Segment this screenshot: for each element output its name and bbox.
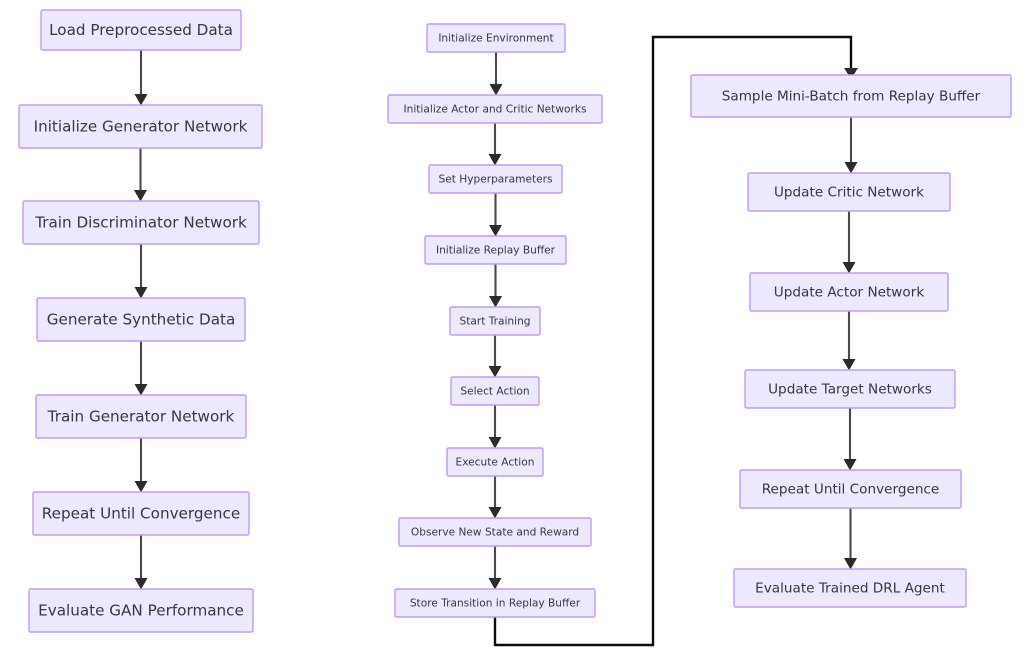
node-set-hyperparameters[interactable]: Set Hyperparameters bbox=[428, 164, 563, 194]
node-label: Initialize Replay Buffer bbox=[436, 245, 556, 257]
node-generate-synthetic-data[interactable]: Generate Synthetic Data bbox=[36, 297, 246, 342]
node-label: Initialize Environment bbox=[438, 33, 553, 45]
node-label: Select Action bbox=[460, 386, 529, 398]
edge-drl-1-to-drl-2 bbox=[489, 52, 503, 96]
node-train-generator-network[interactable]: Train Generator Network bbox=[35, 394, 247, 439]
node-label: Repeat Until Convergence bbox=[762, 482, 940, 498]
edge-upd-4-to-upd-5 bbox=[843, 408, 857, 471]
edge-drl-5-to-drl-6 bbox=[488, 335, 502, 378]
edge-gan-5-to-gan-6 bbox=[134, 438, 148, 493]
node-label: Execute Action bbox=[456, 457, 535, 469]
node-repeat-until-convergence[interactable]: Repeat Until Convergence bbox=[32, 491, 250, 536]
node-label: Evaluate Trained DRL Agent bbox=[755, 581, 945, 597]
edge-upd-2-to-upd-3 bbox=[842, 211, 856, 274]
node-store-transition-in-replay-buffer[interactable]: Store Transition in Replay Buffer bbox=[394, 588, 596, 618]
edge-drl-6-to-drl-7 bbox=[488, 405, 502, 449]
edge-upd-1-to-upd-2 bbox=[844, 117, 858, 174]
node-label: Initialize Actor and Critic Networks bbox=[404, 104, 587, 116]
drl-update-column: Sample Mini-Batch from Replay BufferUpda… bbox=[690, 74, 1012, 608]
node-label: Store Transition in Replay Buffer bbox=[410, 598, 581, 610]
node-evaluate-trained-drl-agent[interactable]: Evaluate Trained DRL Agent bbox=[733, 568, 967, 608]
node-label: Start Training bbox=[459, 316, 530, 328]
node-sample-mini-batch-from-replay-buffer[interactable]: Sample Mini-Batch from Replay Buffer bbox=[690, 74, 1012, 118]
edge-drl-8-to-drl-9 bbox=[488, 546, 502, 590]
edge-drl-3-to-drl-4 bbox=[489, 193, 502, 237]
edge-upd-3-to-upd-4 bbox=[842, 311, 856, 371]
node-label: Observe New State and Reward bbox=[411, 527, 579, 539]
edge-gan-6-to-gan-7 bbox=[134, 535, 148, 590]
node-label: Repeat Until Convergence bbox=[42, 505, 240, 523]
node-initialize-replay-buffer[interactable]: Initialize Replay Buffer bbox=[424, 235, 567, 265]
node-label: Evaluate GAN Performance bbox=[38, 602, 244, 620]
edge-drl-4-to-drl-5 bbox=[489, 264, 502, 308]
replay-buffer-loop-edge bbox=[493, 35, 858, 647]
node-observe-new-state-and-reward[interactable]: Observe New State and Reward bbox=[398, 517, 592, 547]
node-initialize-environment[interactable]: Initialize Environment bbox=[426, 23, 566, 53]
edge-gan-1-to-gan-2 bbox=[134, 50, 148, 106]
node-evaluate-gan-performance[interactable]: Evaluate GAN Performance bbox=[28, 588, 254, 633]
node-label: Load Preprocessed Data bbox=[49, 21, 233, 39]
node-label: Update Target Networks bbox=[768, 382, 932, 398]
edge-gan-4-to-gan-5 bbox=[134, 341, 148, 396]
node-label: Initialize Generator Network bbox=[34, 118, 248, 136]
node-update-target-networks[interactable]: Update Target Networks bbox=[744, 369, 956, 409]
edge-gan-2-to-gan-3 bbox=[134, 148, 147, 202]
node-label: Generate Synthetic Data bbox=[47, 311, 236, 329]
node-select-action[interactable]: Select Action bbox=[450, 376, 540, 406]
node-label: Sample Mini-Batch from Replay Buffer bbox=[722, 89, 981, 105]
node-label: Set Hyperparameters bbox=[438, 174, 552, 186]
node-initialize-actor-and-critic-networks[interactable]: Initialize Actor and Critic Networks bbox=[387, 94, 603, 124]
node-initialize-generator-network[interactable]: Initialize Generator Network bbox=[18, 104, 263, 149]
node-label: Train Discriminator Network bbox=[34, 214, 247, 232]
node-start-training[interactable]: Start Training bbox=[449, 306, 541, 336]
edge-drl-2-to-drl-3 bbox=[488, 123, 502, 166]
node-label: Update Critic Network bbox=[774, 185, 924, 201]
node-execute-action[interactable]: Execute Action bbox=[446, 447, 544, 477]
node-load-preprocessed-data[interactable]: Load Preprocessed Data bbox=[40, 9, 242, 51]
node-label: Train Generator Network bbox=[47, 408, 235, 426]
edge-gan-3-to-gan-4 bbox=[134, 244, 148, 299]
edge-layer bbox=[134, 35, 858, 647]
edge-drl-7-to-drl-8 bbox=[488, 476, 502, 519]
node-repeat-until-convergence[interactable]: Repeat Until Convergence bbox=[739, 469, 962, 509]
node-update-critic-network[interactable]: Update Critic Network bbox=[747, 172, 951, 212]
node-train-discriminator-network[interactable]: Train Discriminator Network bbox=[22, 200, 260, 245]
edge-upd-5-to-upd-6 bbox=[844, 508, 857, 570]
node-label: Update Actor Network bbox=[774, 285, 925, 301]
node-update-actor-network[interactable]: Update Actor Network bbox=[749, 272, 949, 312]
